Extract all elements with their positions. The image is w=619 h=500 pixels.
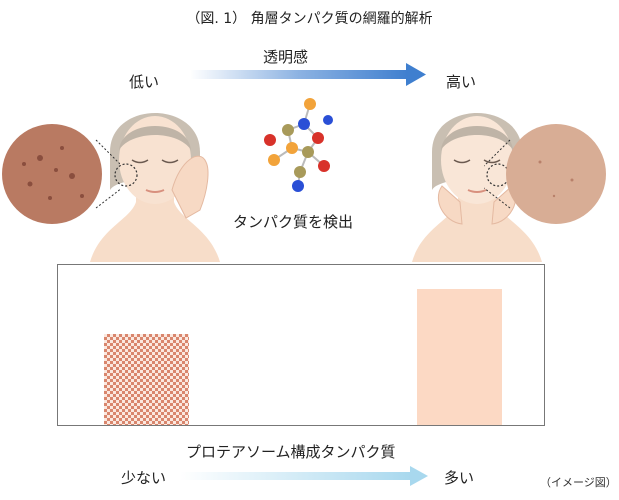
bottom-axis-arrow [180, 466, 428, 486]
center-label: タンパク質を検出 [233, 213, 354, 231]
bar-high-value [417, 289, 502, 425]
skin-high-magnifier [484, 124, 606, 224]
woman-right-illustration [412, 113, 542, 262]
top-axis-label: 透明感 [263, 48, 309, 66]
bar-low-value [104, 334, 189, 425]
top-axis-high-label: 高い [446, 73, 477, 91]
bottom-axis-low-label: 少ない [121, 469, 167, 487]
bottom-axis-label: プロテアソーム構成タンパク質 [186, 443, 396, 461]
top-axis-low-label: 低い [129, 73, 160, 91]
bottom-axis-high-label: 多い [444, 469, 475, 487]
woman-left-illustration [90, 113, 220, 262]
figure-title: （図. 1） 角層タンパク質の網羅的解析 [186, 11, 433, 27]
image-note: （イメージ図） [540, 476, 617, 489]
protein-molecule-icon [264, 98, 333, 192]
skin-low-magnifier [2, 124, 120, 224]
top-axis-arrow [190, 63, 426, 86]
